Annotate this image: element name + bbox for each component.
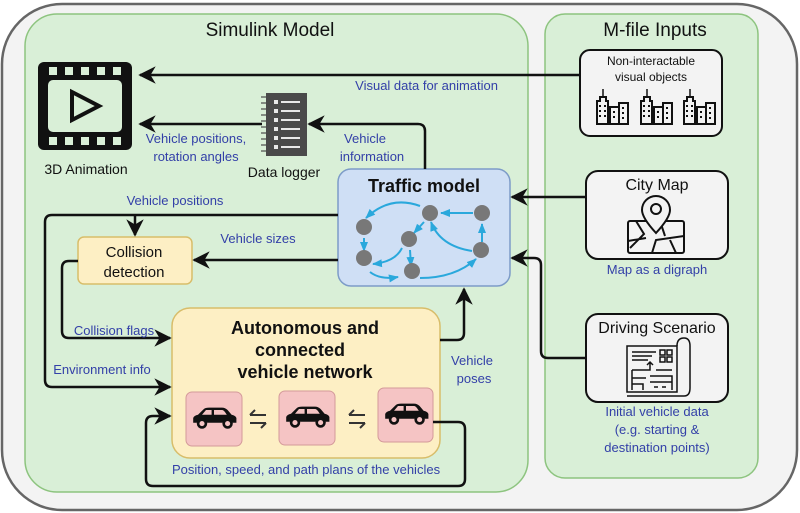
label-vehicle-poses-1: Vehicle: [451, 353, 493, 368]
vehicle-card[interactable]: [278, 390, 336, 446]
graph-node: [404, 263, 420, 279]
bidirectional-arrows-icon: [348, 409, 366, 429]
vehicle-network-title-3: vehicle network: [237, 362, 373, 382]
graph-edge: [369, 271, 399, 283]
blueprint-icon: [626, 337, 691, 397]
driving-scenario-block[interactable]: Driving Scenario: [585, 313, 729, 403]
data-logger-block[interactable]: Data logger: [248, 93, 321, 180]
mfile-panel-title: M-file Inputs: [603, 20, 706, 41]
graph-edge: [413, 221, 425, 234]
graph-node: [356, 219, 372, 235]
label-feedback: Position, speed, and path plans of the v…: [172, 462, 441, 477]
label-vehicle-sizes: Vehicle sizes: [220, 231, 296, 246]
arrow-vehicle-poses: [440, 287, 473, 342]
label-vehicle-info-1: Vehicle: [344, 131, 386, 146]
vehicle-network-title-2: connected: [255, 340, 345, 360]
vehicle-card[interactable]: [185, 391, 243, 447]
driving-scenario-label: Driving Scenario: [598, 320, 715, 337]
bidirectional-arrows-icon: [249, 409, 267, 429]
label-positions-angles-2: rotation angles: [153, 149, 239, 164]
collision-detection-label-2: detection: [104, 264, 165, 281]
log-list-icon: [261, 93, 307, 156]
arrow-vehicle-positions: [43, 213, 338, 396]
vehicle-card[interactable]: [377, 387, 434, 443]
arrow-scenario-to-traffic: [510, 249, 586, 360]
graph-edge: [419, 258, 477, 279]
digraph-icon: [360, 201, 486, 283]
label-positions-angles-1: Vehicle positions,: [146, 131, 246, 146]
city-map-caption: Map as a digraph: [607, 262, 707, 277]
traffic-model-label: Traffic model: [368, 176, 480, 196]
animation-label: 3D Animation: [44, 161, 127, 177]
animation-block[interactable]: 3D Animation: [38, 62, 132, 177]
vehicle-network-title-1: Autonomous and: [231, 318, 379, 338]
graph-node: [474, 205, 490, 221]
driving-scenario-caption-1: Initial vehicle data: [605, 404, 709, 419]
collision-detection-block[interactable]: Collision detection: [77, 236, 193, 285]
arrow-collision-flags: [60, 259, 172, 347]
driving-scenario-caption-3: destination points): [604, 440, 710, 455]
visual-objects-label-1: Non-interactable: [607, 54, 695, 68]
graph-edge: [365, 201, 421, 219]
driving-scenario-caption-2: (e.g. starting &: [615, 422, 700, 437]
city-map-block[interactable]: City Map: [585, 170, 729, 260]
label-vehicle-info-2: information: [340, 149, 404, 164]
graph-node: [356, 250, 372, 266]
graph-edge: [372, 247, 403, 268]
label-environment-info: Environment info: [53, 362, 151, 377]
graph-edge: [430, 221, 473, 252]
map-pin-icon: [627, 195, 685, 254]
city-map-label: City Map: [625, 177, 688, 194]
visual-objects-block[interactable]: Non-interactable visual objects: [579, 49, 723, 137]
graph-node: [422, 205, 438, 221]
label-vehicle-positions: Vehicle positions: [127, 193, 224, 208]
label-visual-data: Visual data for animation: [355, 78, 498, 93]
arrow-feedback-loop: [144, 407, 467, 488]
simulink-panel-title: Simulink Model: [206, 20, 335, 41]
traffic-model-block[interactable]: Traffic model: [337, 168, 511, 287]
vehicle-network-block[interactable]: Autonomous and connected vehicle network: [171, 307, 441, 459]
graph-node: [473, 242, 489, 258]
visual-objects-label-2: visual objects: [615, 70, 687, 84]
film-play-icon: [38, 62, 132, 150]
collision-detection-label-1: Collision: [106, 244, 163, 261]
data-logger-label: Data logger: [248, 164, 321, 180]
label-vehicle-poses-2: poses: [457, 371, 492, 386]
arrow-traffic-to-logger: [307, 115, 427, 169]
label-collision-flags: Collision flags: [74, 323, 155, 338]
graph-node: [401, 231, 417, 247]
